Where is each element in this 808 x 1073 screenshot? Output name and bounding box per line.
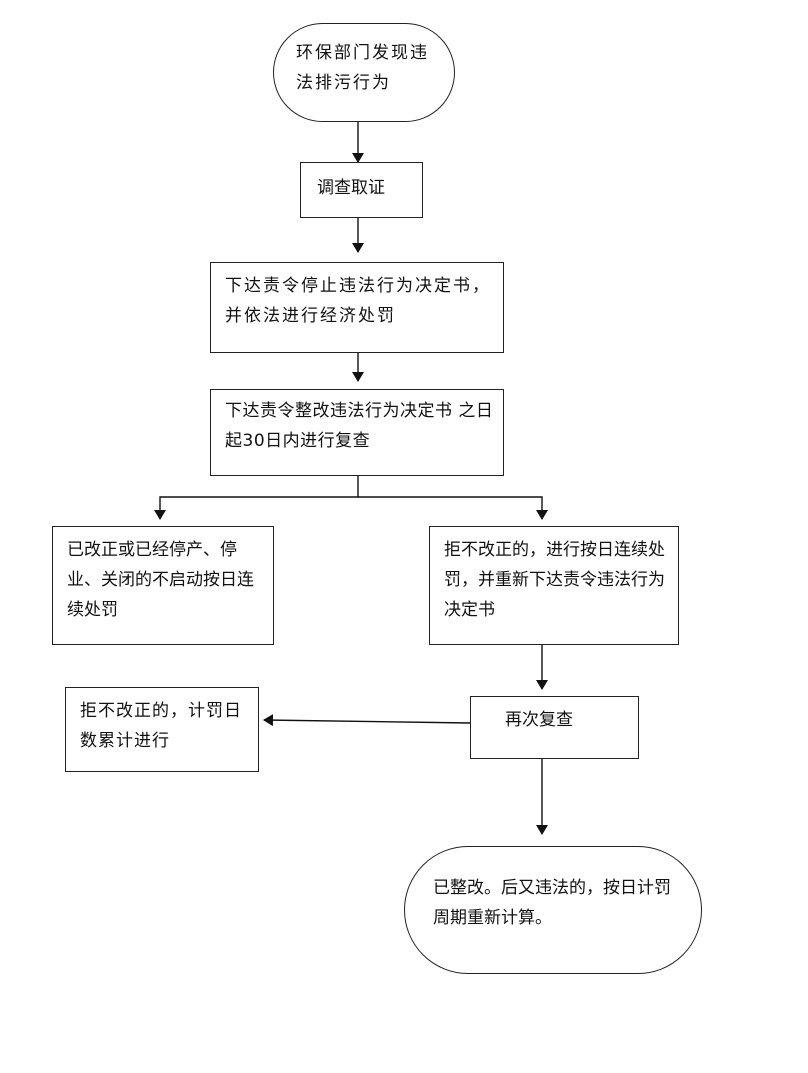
- recheck-box-label: 再次复查: [505, 710, 573, 730]
- investigate-box: 调查取证: [300, 162, 423, 218]
- order-rectify-box: 下达责令整改违法行为决定书 之日起30日内进行复查: [210, 389, 504, 476]
- order-stop-box: 下达责令停止违法行为决定书，并依法进行经济处罚: [210, 262, 504, 353]
- refused-again-box-label: 拒不改正的，计罚日数累计进行: [80, 701, 242, 751]
- connector-branch-right: [358, 496, 548, 520]
- order-stop-box-label: 下达责令停止违法行为决定书，并依法进行经济处罚: [225, 276, 491, 326]
- refused-box-label: 拒不改正的，进行按日连续处罚，并重新下达责令违法行为决定书: [444, 540, 665, 620]
- refused-box: 拒不改正的，进行按日连续处罚，并重新下达责令违法行为决定书: [429, 526, 679, 645]
- corrected-box: 已改正或已经停产、停业、关闭的不启动按日连续处罚: [52, 526, 274, 645]
- recheck-box: 再次复查: [470, 696, 639, 759]
- end-node-label: 已整改。后又违法的，按日计罚周期重新计算。: [433, 878, 671, 928]
- start-node-label: 环保部门发现违法排污行为: [296, 43, 429, 93]
- corrected-box-label: 已改正或已经停产、停业、关闭的不启动按日连续处罚: [67, 540, 254, 620]
- arrow-recheck-to-refused-again: [263, 714, 471, 727]
- order-rectify-box-label: 下达责令整改违法行为决定书 之日起30日内进行复查: [225, 401, 494, 451]
- investigate-box-label: 调查取证: [317, 178, 385, 198]
- start-node: 环保部门发现违法排污行为: [273, 23, 455, 122]
- end-node: 已整改。后又违法的，按日计罚周期重新计算。: [404, 846, 702, 974]
- refused-again-box: 拒不改正的，计罚日数累计进行: [65, 687, 259, 772]
- connector-branch: [154, 476, 359, 520]
